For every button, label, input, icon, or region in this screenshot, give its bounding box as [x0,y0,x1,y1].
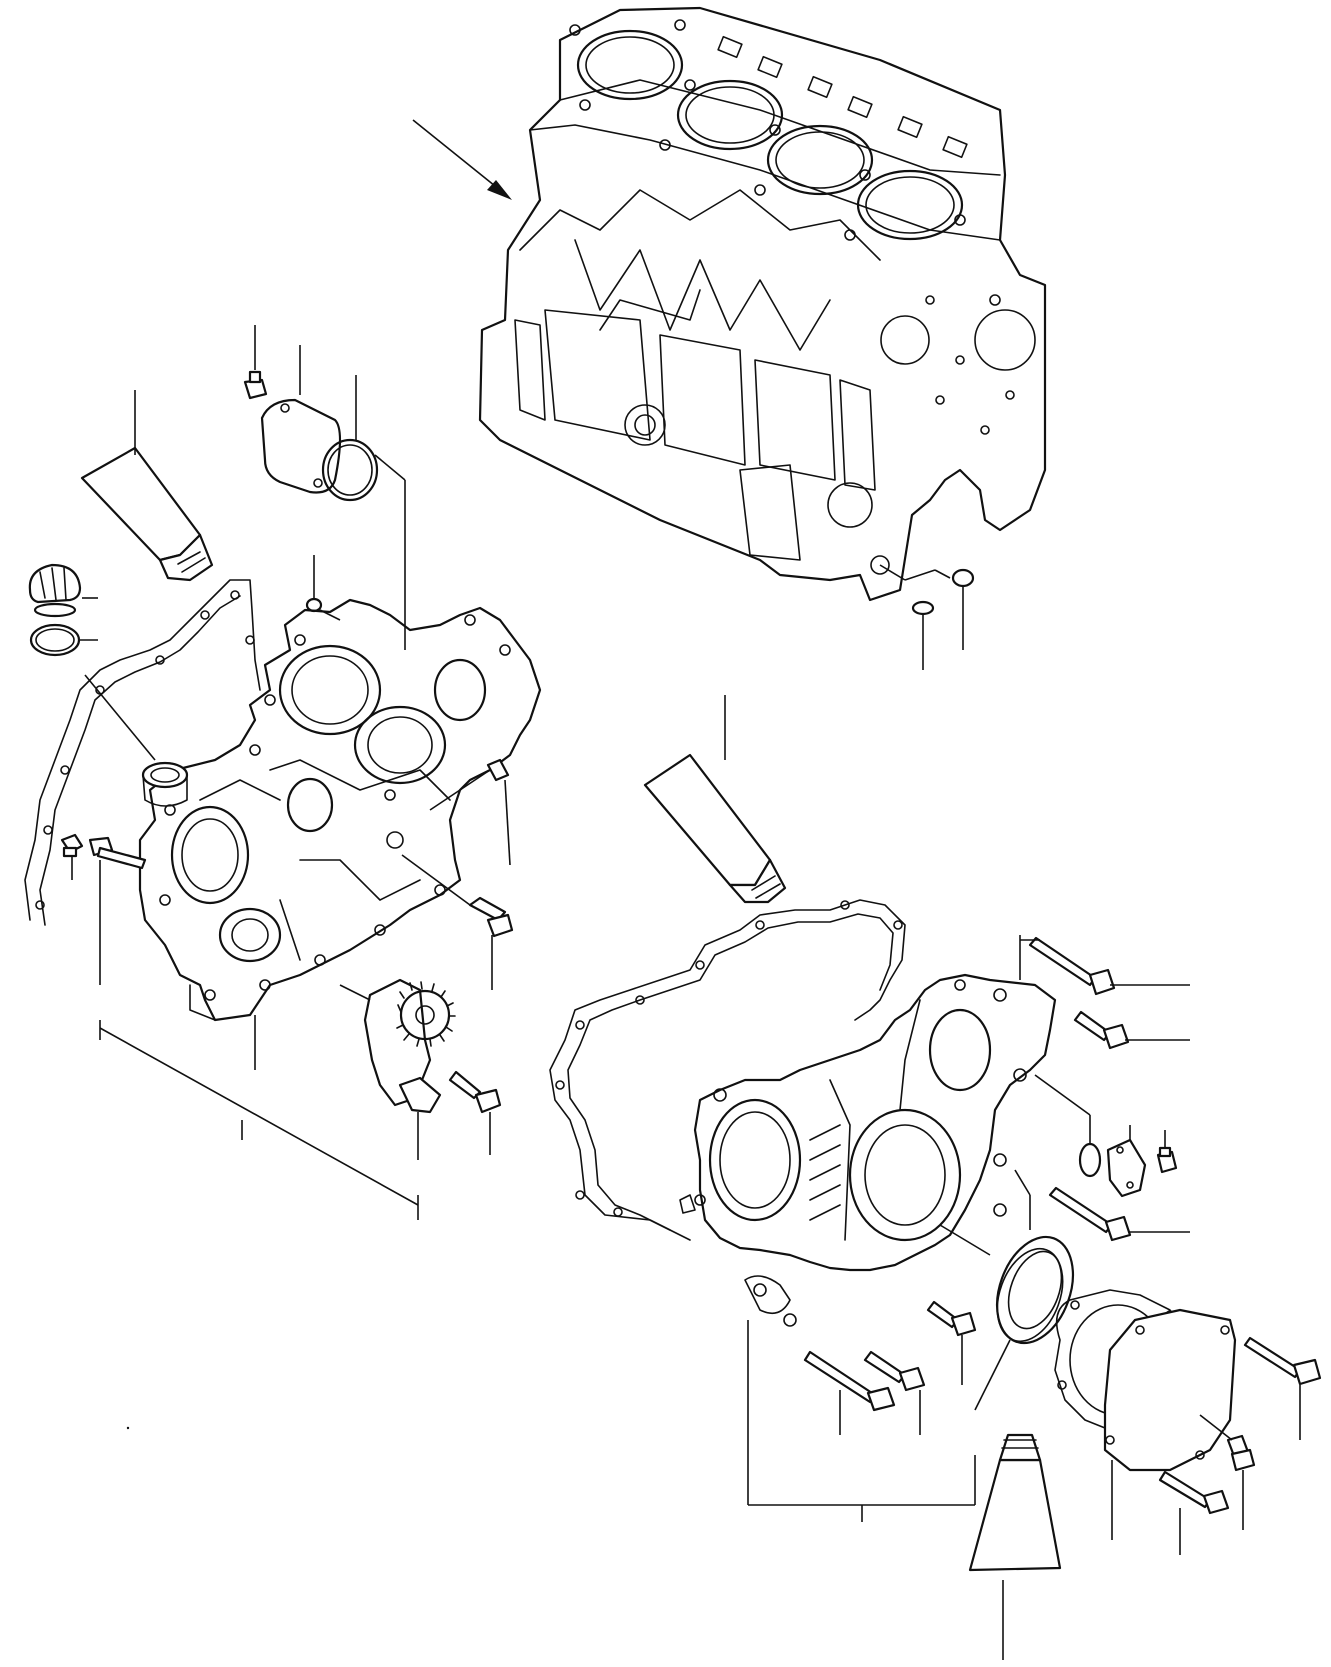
oil-filler-cap [28,563,98,618]
cylinder-block [412,6,1047,602]
oil-pump [339,978,456,1160]
bolt-cover-1 [1243,1336,1322,1440]
bolt-right-1 [1020,936,1190,996]
sealant-tube-left [80,390,214,582]
outer-cover [1103,1308,1237,1540]
sealant-tube-bottom [968,1433,1062,1660]
stud-left [88,836,147,985]
front-plate-gasket [24,579,261,926]
dowel-pin [429,758,511,866]
bolt-front-plate [401,854,514,990]
o-ring-filler [29,623,156,761]
bolt-right-3 [1014,1169,1190,1242]
bolt-cover-3 [1158,1470,1230,1555]
bolt-cover-2 [1199,1414,1256,1530]
group-bracket-left [99,1015,419,1220]
bolt-cover-left [243,325,268,400]
bolt-lower-2 [803,1350,896,1435]
bolt-oil-pump [448,1070,502,1155]
gear-case-gasket [549,899,906,1241]
gear-case-cover [679,973,1057,1327]
front-plate [138,598,542,1022]
cover-plate-left [260,345,406,650]
sealant-tube-center [643,695,787,904]
nut-left [60,833,84,880]
group-bracket-right [747,935,1021,1522]
cover-plate-right [1034,1074,1147,1198]
bolt-small-right [1156,1130,1178,1174]
small-o-ring-left [305,555,341,621]
bolt-right-2 [1073,1010,1190,1050]
bolt-lower-1 [926,1300,977,1385]
block-plug-orings [879,564,975,670]
bolt-lower-3 [863,1350,926,1435]
